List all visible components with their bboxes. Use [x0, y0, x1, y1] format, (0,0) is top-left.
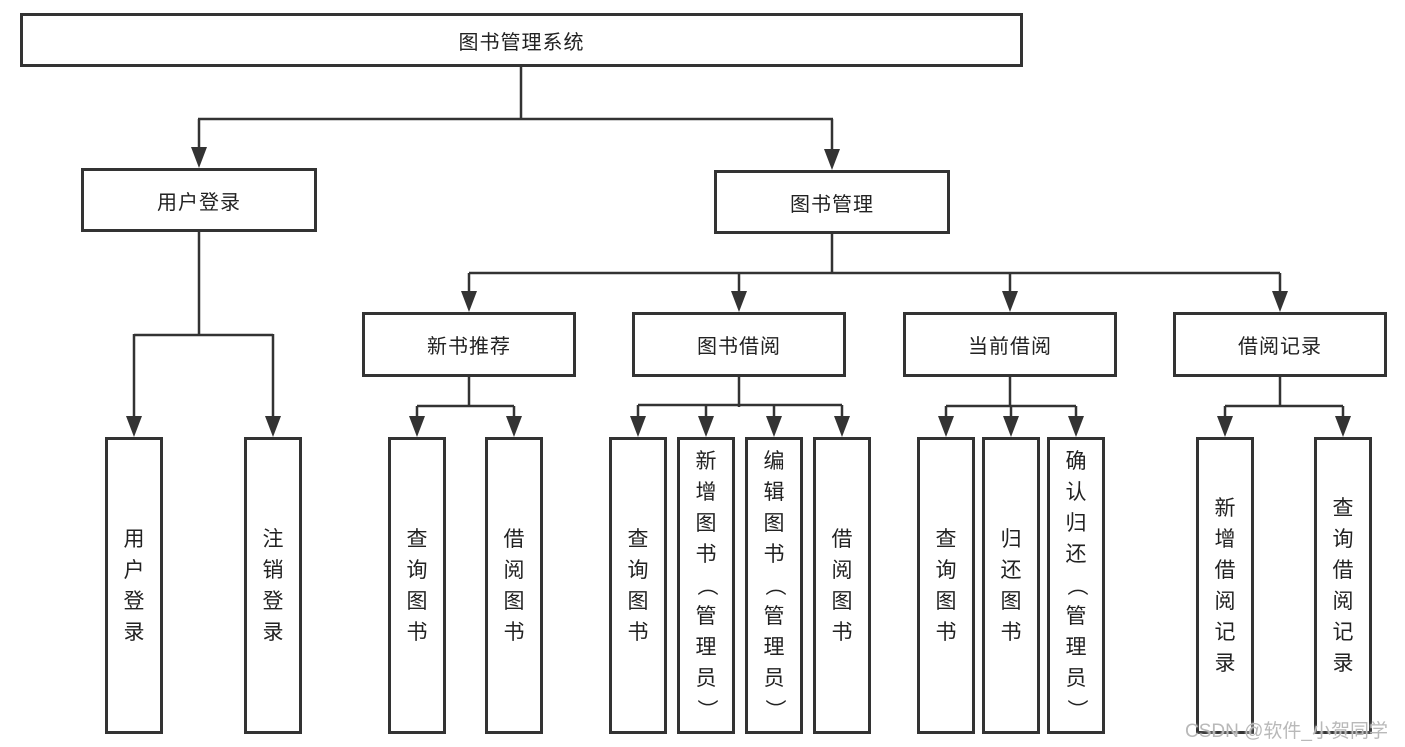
leaf-borrow-books-2-label: 借阅图书: [831, 527, 853, 644]
node-borrow-records: 借阅记录: [1173, 312, 1387, 377]
leaf-logout: 注销登录: [244, 437, 302, 734]
leaf-user-login-label: 用户登录: [123, 527, 145, 644]
leaf-edit-books-admin: 编辑图书（管理员）: [745, 437, 803, 734]
node-current-borrow-label: 当前借阅: [968, 336, 1052, 358]
leaf-logout-label: 注销登录: [262, 527, 284, 644]
node-book-management-label: 图书管理: [790, 193, 874, 216]
leaf-query-borrow-record: 查询借阅记录: [1314, 437, 1372, 734]
leaf-confirm-return-admin: 确认归还（管理员）: [1047, 437, 1105, 734]
leaf-return-books: 归还图书: [982, 437, 1040, 734]
node-new-book-recommend-label: 新书推荐: [427, 336, 511, 358]
leaf-add-books-admin-label: 新增图书（管理员）: [694, 450, 718, 720]
leaf-confirm-return-admin-label: 确认归还（管理员）: [1064, 450, 1088, 720]
node-book-borrow-label: 图书借阅: [697, 336, 781, 358]
leaf-user-login: 用户登录: [105, 437, 163, 734]
node-user-login: 用户登录: [81, 168, 317, 232]
node-root-system: 图书管理系统: [20, 13, 1023, 67]
leaf-query-books-1-label: 查询图书: [406, 527, 428, 644]
leaf-edit-books-admin-label: 编辑图书（管理员）: [762, 450, 786, 720]
leaf-borrow-books-1: 借阅图书: [485, 437, 543, 734]
tree-edges: [132, 66, 1345, 420]
leaf-query-books-3: 查询图书: [917, 437, 975, 734]
leaf-return-books-label: 归还图书: [1000, 527, 1022, 644]
node-borrow-records-label: 借阅记录: [1238, 336, 1322, 358]
node-book-borrow: 图书借阅: [632, 312, 846, 377]
leaf-borrow-books-2: 借阅图书: [813, 437, 871, 734]
leaf-add-borrow-record-label: 新增借阅记录: [1214, 496, 1236, 675]
node-new-book-recommend: 新书推荐: [362, 312, 576, 377]
leaf-borrow-books-1-label: 借阅图书: [503, 527, 525, 644]
arrowheads: [126, 147, 1351, 437]
leaf-query-books-2-label: 查询图书: [627, 527, 649, 644]
node-root-label: 图书管理系统: [458, 31, 585, 54]
leaf-add-books-admin: 新增图书（管理员）: [677, 437, 735, 734]
node-user-login-label: 用户登录: [157, 191, 241, 214]
leaf-query-books-3-label: 查询图书: [935, 527, 957, 644]
leaf-query-borrow-record-label: 查询借阅记录: [1332, 496, 1354, 675]
csdn-watermark: CSDN @软件_小贺同学: [1185, 721, 1388, 742]
leaf-query-books-2: 查询图书: [609, 437, 667, 734]
leaf-query-books-1: 查询图书: [388, 437, 446, 734]
node-current-borrow: 当前借阅: [903, 312, 1117, 377]
leaf-add-borrow-record: 新增借阅记录: [1196, 437, 1254, 734]
node-book-management: 图书管理: [714, 170, 950, 234]
